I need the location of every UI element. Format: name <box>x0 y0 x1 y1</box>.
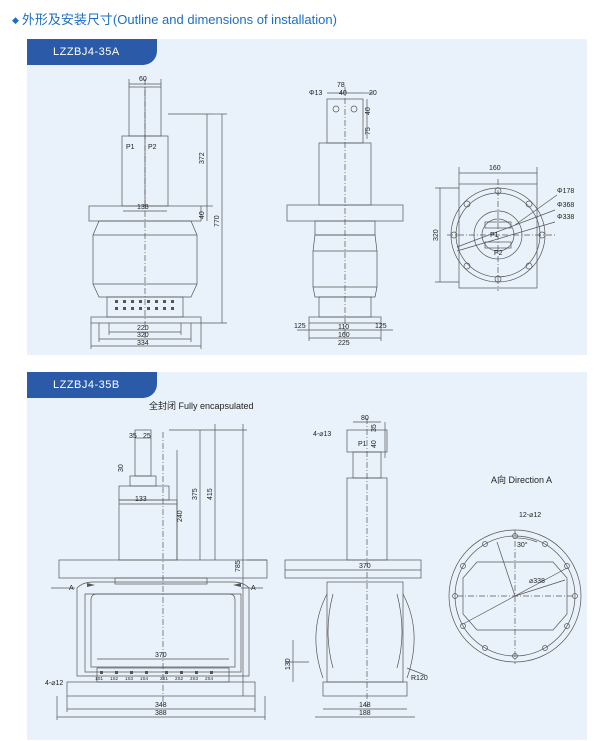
dim-40-side: 40 <box>365 107 372 115</box>
dim-372: 372 <box>199 152 206 164</box>
dim-225: 225 <box>338 340 350 347</box>
dim-785: 785 <box>235 560 242 572</box>
dim-r120: R120 <box>411 675 428 682</box>
label-a-left: A <box>69 585 74 592</box>
dim-334: 334 <box>137 340 149 347</box>
label-a-right: A <box>251 585 256 592</box>
dim-phi338: Φ338 <box>557 214 574 221</box>
dim-phi178: Φ178 <box>557 188 574 195</box>
model-tab-b: LZZBJ4-35B <box>27 372 157 398</box>
dim-75: 75 <box>365 127 372 135</box>
terminal-label: 1S3 <box>125 676 134 681</box>
side-view-b <box>284 418 426 718</box>
terminal-label: 2S2 <box>175 676 184 681</box>
dim-415: 415 <box>207 488 214 500</box>
drawing-b: 全封闭 Fully encapsulated 35 25 30 133 240 … <box>45 400 582 720</box>
dim-133: 133 <box>135 496 147 503</box>
dim-375: 375 <box>192 488 199 500</box>
holes-12-12: 12-⌀12 <box>519 512 541 519</box>
terminal-p1: P1 <box>126 144 135 151</box>
page-title: ◆外形及安装尺寸(Outline and dimensions of insta… <box>12 9 337 28</box>
dim-40: 40 <box>199 211 206 219</box>
dim-770: 770 <box>214 215 221 227</box>
caption-fully-encapsulated: 全封闭 Fully encapsulated <box>149 400 254 411</box>
dim-388: 388 <box>155 710 167 717</box>
terminal-label: 2S1 <box>160 676 169 681</box>
holes-4-13: 4-⌀13 <box>313 431 331 438</box>
terminal-label: 1S2 <box>110 676 119 681</box>
dim-40-top: 40 <box>339 90 347 97</box>
dim-188: 188 <box>359 710 371 717</box>
bullet-icon: ◆ <box>12 15 19 25</box>
direction-a-title: A向 Direction A <box>491 474 552 485</box>
dim-125-left: 125 <box>294 323 306 330</box>
top-p2: P2 <box>494 250 503 257</box>
top-dim-320: 320 <box>433 229 440 241</box>
dim-35: 35 <box>129 433 137 440</box>
dim-40-side-b: 40 <box>371 440 378 448</box>
dim-320: 320 <box>137 332 149 339</box>
terminal-label: 1S1 <box>95 676 104 681</box>
top-dim-160: 160 <box>489 165 501 172</box>
dim-110: 110 <box>338 324 349 331</box>
side-view-a <box>286 87 404 341</box>
angle-30: 30° <box>517 541 528 549</box>
front-view-b <box>51 424 268 720</box>
model-tab-a: LZZBJ4-35A <box>27 39 157 65</box>
dim-20: 20 <box>369 90 377 97</box>
dim-78: 78 <box>337 82 345 89</box>
dim-370-front: 370 <box>155 652 167 659</box>
terminal-label: 1S4 <box>140 676 149 681</box>
dim-148: 148 <box>359 702 371 709</box>
dim-phi338-b: ⌀338 <box>529 578 545 585</box>
dim-phi13: Φ13 <box>309 90 322 97</box>
dim-348: 348 <box>155 702 167 709</box>
holes-4-12: 4-⌀12 <box>45 680 63 687</box>
dim-80: 80 <box>361 415 369 422</box>
terminal-label: 2S4 <box>205 676 214 681</box>
top-p1: P1 <box>490 232 499 239</box>
direction-a-view <box>448 529 582 664</box>
panel-lzzbj4-35b: LZZBJ4-35B <box>27 372 587 740</box>
page-title-text: 外形及安装尺寸(Outline and dimensions of instal… <box>21 12 337 27</box>
dim-370-side: 370 <box>359 563 371 570</box>
dim-160: 160 <box>338 332 350 339</box>
dim-220: 220 <box>137 325 149 332</box>
dim-240: 240 <box>177 510 184 522</box>
dim-138: 138 <box>137 204 149 211</box>
dim-130: 130 <box>285 658 292 670</box>
front-view-a <box>88 79 227 349</box>
dim-phi368: Φ368 <box>557 202 574 209</box>
terminal-p1-b: P1 <box>358 441 367 448</box>
terminal-label: 2S3 <box>190 676 199 681</box>
dim-60: 60 <box>139 76 147 83</box>
panel-lzzbj4-35a: LZZBJ4-35A <box>27 39 587 355</box>
dim-25: 25 <box>143 433 151 440</box>
top-view-a <box>435 167 558 291</box>
dim-30: 30 <box>118 464 125 472</box>
dim-35-side: 35 <box>371 424 378 432</box>
terminal-p2: P2 <box>148 144 157 151</box>
dim-125-right: 125 <box>375 323 387 330</box>
drawing-a: 60 P1 P2 138 372 40 770 220 320 334 Φ13 … <box>88 76 574 349</box>
